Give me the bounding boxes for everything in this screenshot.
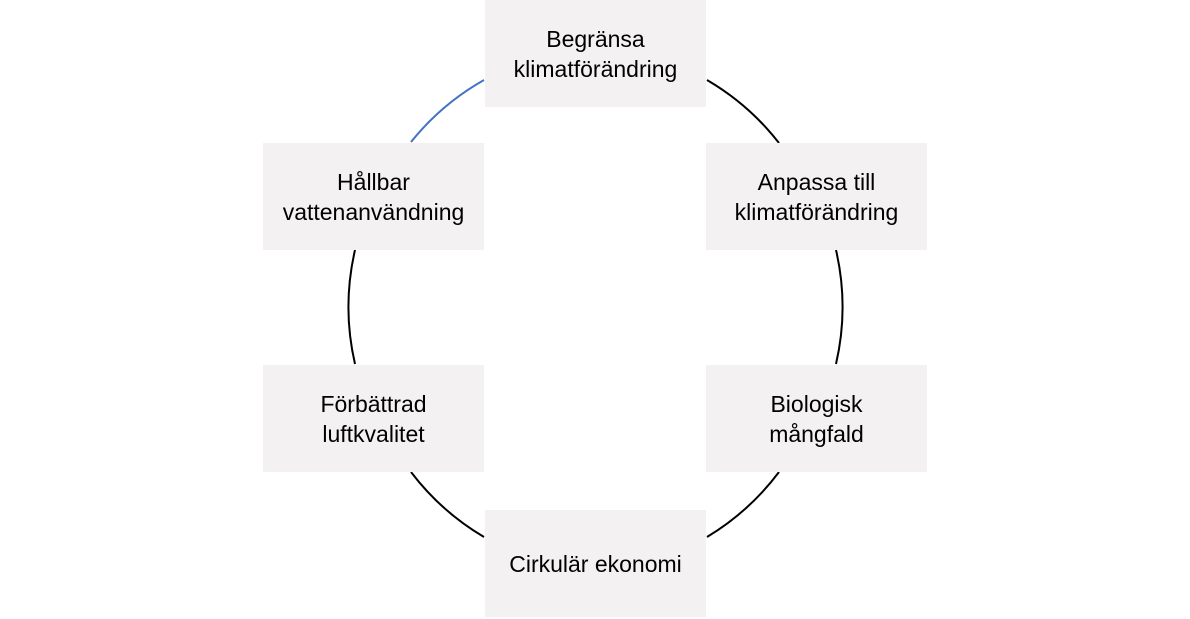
node-label: Biologisk mångfald (769, 390, 864, 447)
connector-4-5 (410, 471, 485, 538)
node-label: Cirkulär ekonomi (509, 550, 682, 577)
connector-3-4 (706, 471, 780, 538)
node-begransa-klimatforandring: Begränsa klimatförändring (485, 0, 706, 107)
connector-6-1 (410, 79, 485, 143)
node-label: Anpassa till klimatförändring (734, 168, 899, 225)
connector-1-2 (706, 79, 780, 144)
node-label: Hållbar vattenanvändning (282, 168, 465, 225)
node-label: Begränsa klimatförändring (513, 25, 678, 82)
node-forbattrad-luftkvalitet: Förbättrad luftkvalitet (263, 365, 484, 472)
node-hallbar-vattenanvandning: Hållbar vattenanvändning (263, 143, 484, 250)
node-cirkular-ekonomi: Cirkulär ekonomi (485, 510, 706, 617)
node-anpassa-till-klimatforandring: Anpassa till klimatförändring (706, 143, 927, 250)
connector-2-3 (835, 249, 844, 365)
connector-5-6 (347, 249, 356, 365)
node-label: Förbättrad luftkvalitet (320, 390, 427, 447)
node-biologisk-mangfald: Biologisk mångfald (706, 365, 927, 472)
